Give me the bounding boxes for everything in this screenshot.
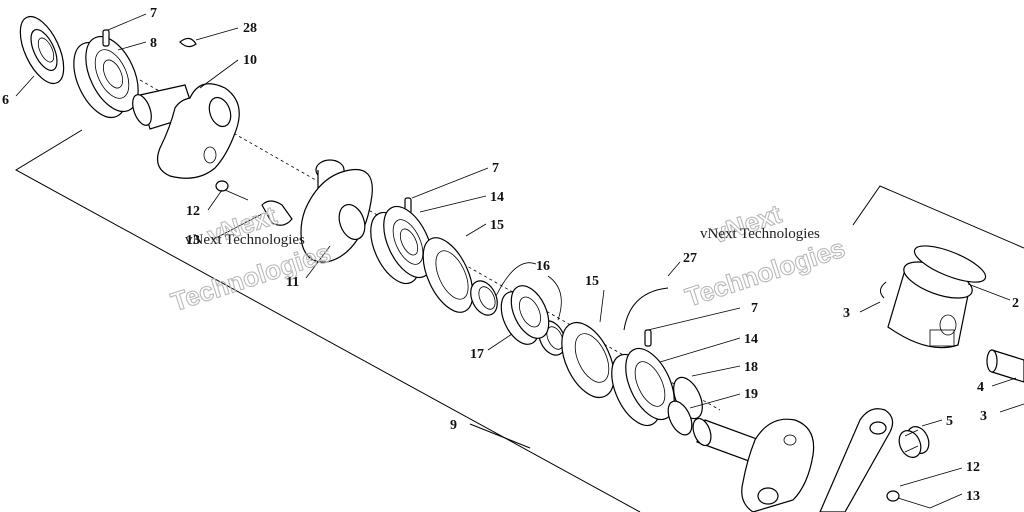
needle-bearing-part-5 <box>898 426 930 458</box>
gear-part-17 <box>500 285 550 345</box>
label-28: 28 <box>243 21 257 36</box>
wrist-pin-part-4 <box>986 349 1024 383</box>
bearing-part-8 <box>73 35 139 119</box>
label-7-middle: 7 <box>492 161 499 176</box>
label-11: 11 <box>286 275 299 290</box>
label-14-lower: 14 <box>744 332 758 347</box>
label-12-lower: 12 <box>966 460 980 475</box>
label-27: 27 <box>683 251 697 266</box>
label-12-upper: 12 <box>186 204 200 219</box>
label-13-upper: 13 <box>186 233 200 248</box>
circlip-part-3 <box>880 281 887 299</box>
label-5: 5 <box>946 414 953 429</box>
piston <box>887 261 973 349</box>
crankpin-part-13a <box>261 200 293 226</box>
label-15-upper: 15 <box>490 218 504 233</box>
screw-part-12a <box>215 180 249 201</box>
oring-part-19 <box>667 400 693 436</box>
label-7-lower: 7 <box>751 301 758 316</box>
bearing-part-14a <box>370 205 433 285</box>
piston-ring-part-2 <box>913 245 987 283</box>
bearing-part-14b <box>611 347 675 427</box>
watermark-text-left: vNext Technologies <box>185 232 305 248</box>
seal-part-15b <box>561 321 615 399</box>
label-4: 4 <box>977 380 984 395</box>
label-8: 8 <box>150 36 157 51</box>
key-part-28 <box>179 37 197 48</box>
label-10: 10 <box>243 53 257 68</box>
watermark-outline-bottom-right: Technologies <box>682 233 849 313</box>
circlip-part-27 <box>623 287 669 331</box>
seal-part-15a <box>422 237 474 313</box>
label-17: 17 <box>470 347 484 362</box>
part-labels: 6 7 8 28 10 12 13 11 7 14 15 16 17 15 27… <box>2 6 1019 504</box>
screw-part-12b <box>886 490 931 509</box>
label-2: 2 <box>1012 296 1019 311</box>
watermark-text-right: vNext Technologies <box>700 226 820 242</box>
piston-group-bracket <box>852 185 1024 249</box>
label-14-upper: 14 <box>490 190 504 205</box>
crank-half-lower <box>692 417 815 512</box>
label-3-left: 3 <box>843 306 850 321</box>
label-7-top: 7 <box>150 6 157 21</box>
label-13-lower: 13 <box>966 489 980 504</box>
pin-part-7a <box>102 29 110 47</box>
label-6: 6 <box>2 93 9 108</box>
crank-half-part-10 <box>132 83 240 179</box>
label-18: 18 <box>744 360 758 375</box>
leader-lines <box>15 13 1024 509</box>
connecting-rod <box>819 408 894 512</box>
label-19: 19 <box>744 387 758 402</box>
ring-part-16a <box>470 280 498 316</box>
label-9: 9 <box>450 418 457 433</box>
label-3-right: 3 <box>980 409 987 424</box>
assembly-bracket-9 <box>14 129 641 512</box>
label-16: 16 <box>536 259 550 274</box>
watermark-outline-bottom: Technologies <box>167 237 334 317</box>
watermark-right: vNext Technologies <box>681 198 849 313</box>
seal-part-6 <box>19 15 65 85</box>
label-15-lower: 15 <box>585 274 599 289</box>
crank-half-part-11 <box>300 159 373 263</box>
pin-part-7c <box>644 329 652 347</box>
